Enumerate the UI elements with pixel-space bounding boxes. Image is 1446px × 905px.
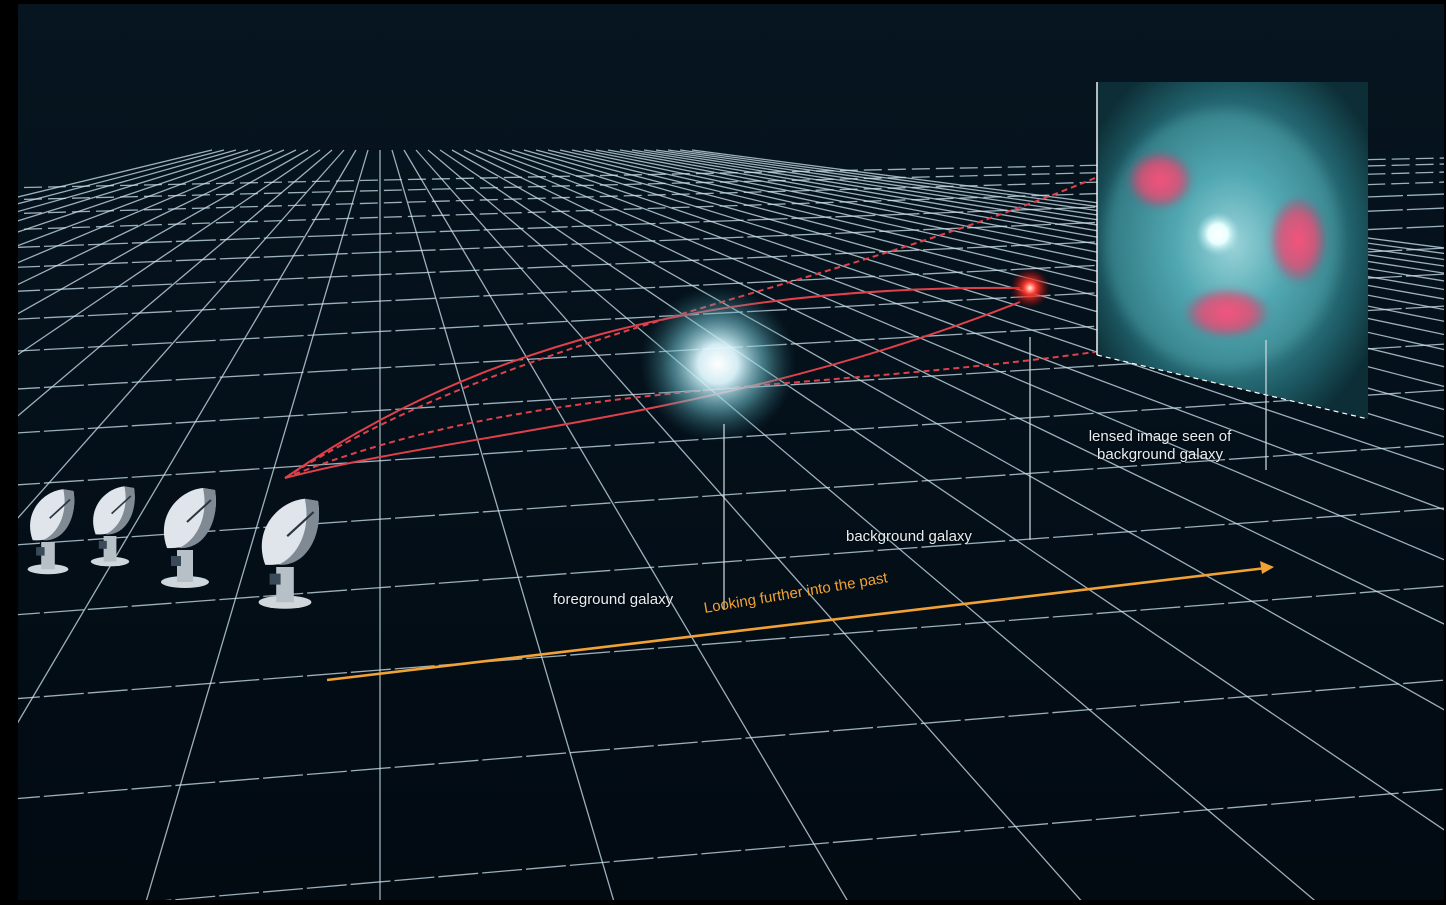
grid-line: [18, 149, 333, 417]
grid-line: [487, 149, 1444, 511]
grid-line: [631, 149, 1444, 282]
lensed-image-label-line1: lensed image seen of: [1088, 428, 1232, 445]
grid-line: [18, 507, 1444, 616]
grid-line: [475, 149, 1444, 561]
grid-line: [18, 443, 1444, 546]
lensed-image-panel: [1096, 82, 1369, 420]
light-path-upper: [284, 286, 1021, 479]
grid-line: [451, 149, 1444, 711]
grid-line: [499, 149, 1444, 471]
arrow-head-icon: [1260, 561, 1274, 574]
radio-telescope-array: [27, 486, 320, 609]
grid-line: [415, 149, 1082, 900]
grid-line: [18, 149, 345, 519]
radio-telescope-icon: [27, 489, 75, 575]
lensed-image-label-line2: background galaxy: [1097, 446, 1223, 463]
lensed-arc-right: [1268, 195, 1328, 285]
background-galaxy: [1010, 268, 1050, 308]
lensing-galaxy-core: [1196, 212, 1240, 256]
grid-line: [18, 149, 357, 724]
time-arrow: [326, 561, 1274, 682]
lensed-arc-upper-left: [1126, 150, 1194, 210]
lensed-arc-bottom: [1183, 287, 1271, 339]
leader-lines: [723, 337, 1267, 610]
grid-line: [391, 149, 615, 900]
grid-line: [18, 679, 1444, 800]
foreground-galaxy-label: foreground galaxy: [553, 591, 674, 608]
grid-line: [439, 149, 1444, 831]
radio-telescope-icon: [161, 488, 216, 588]
light-path-dashed-lower: [284, 351, 1096, 479]
grid-line: [18, 585, 1444, 700]
grid-line: [523, 149, 1444, 411]
grid-line: [18, 149, 321, 356]
grid-line: [511, 149, 1444, 438]
foreground-galaxy: [640, 286, 796, 442]
radio-telescope-icon: [258, 498, 320, 609]
grid-line: [427, 149, 1316, 900]
grid-line: [145, 149, 369, 900]
grid-line: [18, 149, 297, 286]
grid-line: [18, 149, 309, 315]
grid-line: [403, 149, 848, 900]
radio-telescope-icon: [90, 486, 135, 567]
grid-line: [463, 149, 1444, 625]
grid-line: [547, 149, 1444, 368]
background-galaxy-label: background galaxy: [846, 528, 972, 545]
lensed-image-label: lensed image seen of background galaxy: [1040, 428, 1280, 464]
light-path-lower: [284, 301, 1021, 479]
grid-line: [164, 788, 1444, 900]
